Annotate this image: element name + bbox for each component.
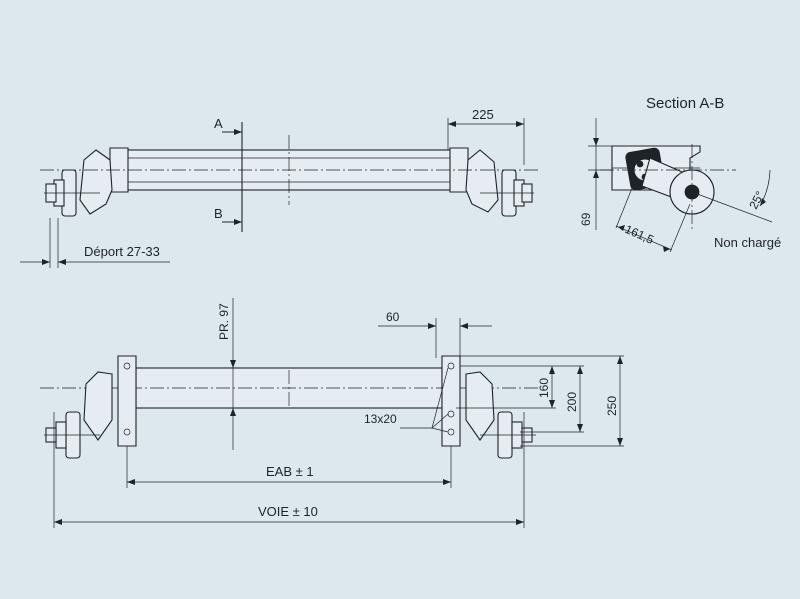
front-view: PR. 97 60 160 200 250 13x20 xyxy=(40,298,624,528)
top-view: A B 225 Déport 27-33 xyxy=(20,107,540,268)
state-label: Non chargé xyxy=(714,235,781,250)
dim-60: 60 xyxy=(386,310,400,324)
dim-69: 69 xyxy=(579,212,593,226)
dim-200: 200 xyxy=(565,392,579,412)
dim-161-5: 161,5 xyxy=(623,222,656,247)
bolt-label: 13x20 xyxy=(364,412,397,426)
dim-pr-97: PR. 97 xyxy=(217,303,231,340)
dim-160: 160 xyxy=(537,378,551,398)
voie-label: VOIE ± 10 xyxy=(258,504,318,519)
dim-225: 225 xyxy=(472,107,494,122)
section-title: Section A-B xyxy=(646,95,724,112)
dim-25-deg: 25° xyxy=(746,189,767,212)
section-view: Section A-B 69 161,5 25 xyxy=(579,95,781,253)
offset-label: Déport 27-33 xyxy=(84,244,160,259)
eab-label: EAB ± 1 xyxy=(266,464,314,479)
section-marker-b: B xyxy=(214,206,223,221)
dim-250: 250 xyxy=(605,396,619,416)
section-marker-a: A xyxy=(214,116,223,131)
